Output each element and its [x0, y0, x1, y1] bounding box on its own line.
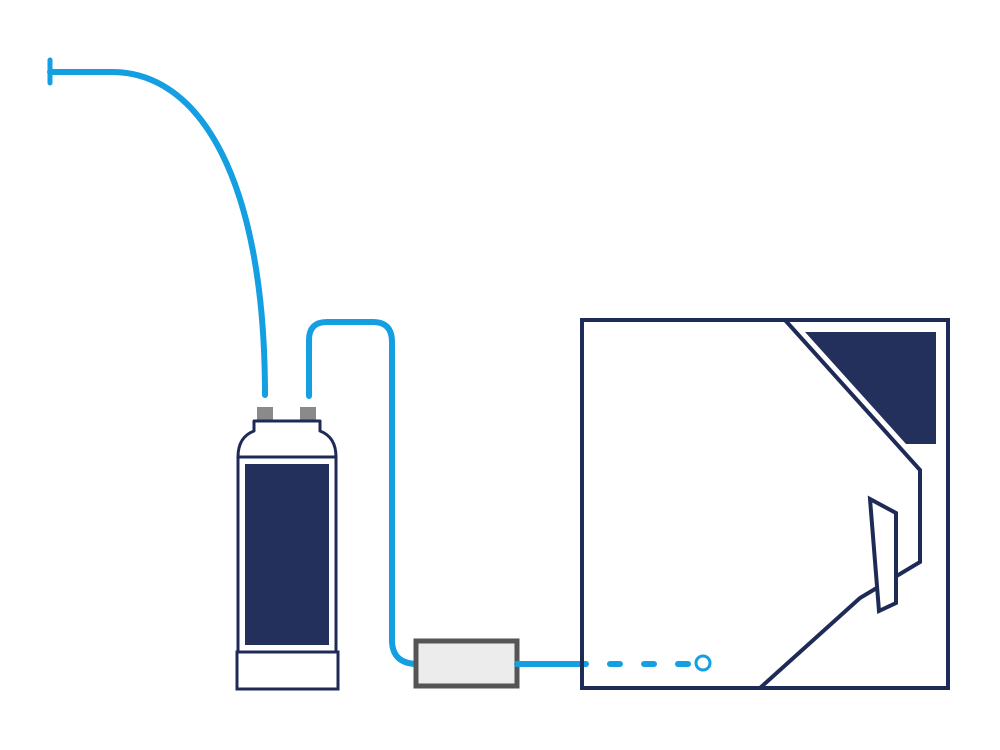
appliance [580, 318, 950, 690]
appliance-inlet-ring [694, 654, 712, 672]
filter-head [236, 419, 338, 459]
appliance-top-panel [805, 332, 936, 444]
supply-tube [47, 57, 268, 398]
filter-base [235, 650, 340, 691]
appliance-feed-line [514, 654, 712, 672]
appliance-cabinet [580, 318, 950, 690]
filter-inlet-fitting [257, 407, 273, 421]
supply-tube-line [47, 69, 268, 398]
filter-cartridge [235, 407, 340, 691]
outlet-tube-line [306, 319, 421, 667]
inline-connector-box [413, 638, 520, 689]
filter-outlet-fitting [300, 407, 316, 421]
appliance-door-outline [758, 318, 922, 690]
appliance-door-handle [867, 495, 898, 615]
filter-media [245, 464, 329, 645]
outlet-tube [306, 319, 421, 667]
